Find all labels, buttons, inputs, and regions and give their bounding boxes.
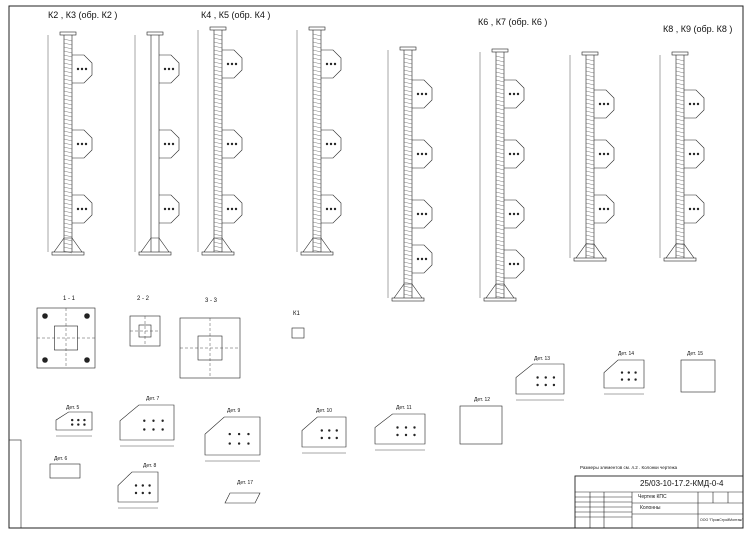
detail-label: Дет. 6 xyxy=(54,456,68,462)
column-elevation xyxy=(479,48,525,302)
title-block xyxy=(574,475,744,529)
gusset-plate xyxy=(159,54,180,84)
gusset-plate xyxy=(159,129,180,159)
detail-6 xyxy=(49,463,81,479)
detail-14 xyxy=(603,359,645,395)
section-label: К1 xyxy=(293,311,300,317)
gusset-plate xyxy=(684,89,705,119)
detail-7 xyxy=(119,404,175,447)
gusset-plate xyxy=(222,129,243,159)
detail-9 xyxy=(204,416,261,462)
detail-label: Дет. 10 xyxy=(316,408,333,414)
detail-label: Дет. 8 xyxy=(143,463,157,469)
note-text: Размеры элементов см. л.2 . Колонки черт… xyxy=(580,465,678,470)
column-group-title: К2 , К3 (обр. К2 ) xyxy=(48,10,118,20)
detail-label: Дет. 7 xyxy=(146,396,160,402)
detail-5 xyxy=(55,411,93,437)
detail-12 xyxy=(459,405,503,445)
drawing-code: 25/03-10-17.2-КМД-0-4 xyxy=(640,479,724,488)
detail-10 xyxy=(301,416,347,454)
detail-label: Дет. 17 xyxy=(237,480,254,486)
column-elevation xyxy=(569,51,615,262)
column-elevation xyxy=(197,26,243,256)
column-elevation xyxy=(659,51,705,262)
gusset-plate xyxy=(72,129,93,159)
column-group-title: К6 , К7 (обр. К6 ) xyxy=(478,17,548,27)
gusset-plate xyxy=(504,249,525,279)
sheet-label: Чертеж КПС xyxy=(638,494,667,500)
detail-15 xyxy=(680,359,716,393)
gusset-plate xyxy=(684,139,705,169)
column-elevation xyxy=(296,26,342,256)
gusset-plate xyxy=(594,194,615,224)
gusset-plate xyxy=(504,199,525,229)
gusset-plate xyxy=(222,49,243,79)
detail-13 xyxy=(515,363,565,401)
section-2-2 xyxy=(129,315,161,347)
left-stamp xyxy=(8,439,22,529)
section-1-1 xyxy=(36,307,96,369)
detail-label: Дет. 9 xyxy=(227,408,241,414)
detail-label: Дет. 14 xyxy=(618,351,635,357)
detail-17 xyxy=(224,492,261,504)
gusset-plate xyxy=(72,54,93,84)
company-name: ООО "ПромСтройМонтаж" xyxy=(700,518,744,522)
section-label: 1 - 1 xyxy=(63,296,76,302)
gusset-plate xyxy=(72,194,93,224)
gusset-plate xyxy=(594,139,615,169)
gusset-plate xyxy=(412,244,433,274)
gusset-plate xyxy=(504,79,525,109)
gusset-plate xyxy=(321,194,342,224)
section-3-3 xyxy=(179,317,241,379)
column-elevation xyxy=(134,31,180,256)
detail-11 xyxy=(374,413,426,451)
column-group-title: К4 , К5 (обр. К4 ) xyxy=(201,10,271,20)
column-elevation xyxy=(47,31,93,256)
gusset-plate xyxy=(159,194,180,224)
detail-label: Дет. 5 xyxy=(66,405,80,411)
gusset-plate xyxy=(412,139,433,169)
detail-label: Дет. 11 xyxy=(396,405,412,411)
column-group-title: К8 , К9 (обр. К8 ) xyxy=(663,24,733,34)
k1-section xyxy=(291,327,305,339)
gusset-plate xyxy=(684,194,705,224)
gusset-plate xyxy=(594,89,615,119)
gusset-plate xyxy=(504,139,525,169)
detail-label: Дет. 12 xyxy=(474,397,491,403)
section-label: 2 - 2 xyxy=(137,296,150,302)
gusset-plate xyxy=(412,79,433,109)
section-label: 3 - 3 xyxy=(205,298,218,304)
column-elevation xyxy=(387,46,433,302)
detail-8 xyxy=(117,471,159,509)
gusset-plate xyxy=(222,194,243,224)
detail-label: Дет. 15 xyxy=(687,351,704,357)
detail-label: Дет. 13 xyxy=(534,356,551,362)
drawing-name: Колонны xyxy=(640,505,661,511)
gusset-plate xyxy=(321,129,342,159)
gusset-plate xyxy=(412,199,433,229)
sheet-frame xyxy=(8,5,744,529)
gusset-plate xyxy=(321,49,342,79)
